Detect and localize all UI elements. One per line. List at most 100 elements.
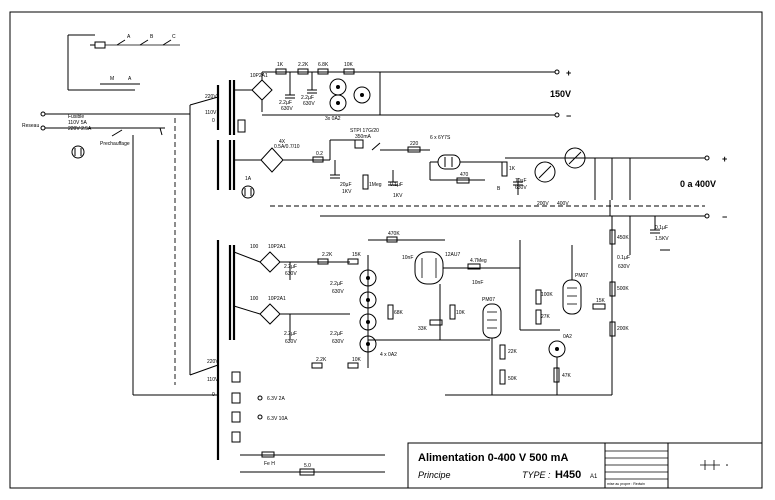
pentode-2: PM07 100K 27K 15K [519,240,606,331]
t1-zero: 0 [212,118,215,124]
title-block-sheet: A1 [590,474,598,480]
c-10nf: 10nF [402,255,413,261]
mains-label: Reseau [22,123,39,129]
heater-6v3-10a: 6.3V 10A [267,416,288,422]
resistor-icon [311,362,323,369]
c-mid1: 2.2µF [330,281,343,287]
c-0-1uf-v: 1KV [393,193,403,199]
c-0-1uf: 0.1µF [390,182,403,188]
relay-coil-icon [94,41,106,49]
label-200v: 200V [537,201,549,207]
oa2-150-label: 3x 0A2 [325,116,341,122]
pilot-lamp-icon [71,145,85,159]
label-400v: 400V [557,201,569,207]
r-470: 470 [460,172,469,178]
relay-coil-icon [354,139,364,149]
r-68k: 68K [394,310,404,316]
r-100b: 100 [250,296,259,302]
resistor-icon [467,263,481,270]
out400-voltage: 0 a 400V [680,179,716,189]
c-ref2-v: 630V [285,339,297,345]
terminal-icon [554,69,560,75]
preheat-label: Prechauffage [100,141,130,147]
c-20uf-v: 1KV [342,189,352,195]
terminal-icon [554,112,560,118]
bridge-150v: 10P2A1 [234,71,380,112]
bridge-150v-label: 10P2A1 [250,73,268,79]
oa2-ref-label: 4 x 0A2 [380,352,397,358]
transformer-1: 220V 110V 0 [205,80,236,135]
ref-rectifiers: 100 10P2A1 2.2µF 630V 100 10P2A1 2.2µF 6… [233,244,362,369]
bridge-main-spec: 0.5A/0.7/10 [274,144,300,150]
transformer-2: 1A [216,119,255,199]
relay-label: STPI 17G/20 [350,128,379,134]
r-200k: 200K [617,326,629,332]
r-4-7meg: 4.7Meg [470,258,487,264]
resistor-icon [592,303,606,310]
dual-triode-icon [414,251,444,285]
resistor-icon [312,156,324,163]
pot-50k: 50K [508,376,518,382]
out150-plus: + [566,68,571,78]
c-out: 0.1µF [655,225,668,231]
fuse-220: 220V 2.5A [68,126,92,132]
t1-220v: 220V [205,94,217,100]
resistor-icon [299,468,315,476]
r-27k: 27K [541,314,551,320]
bridge-rectifier-icon [259,251,281,273]
output-meters: 1K B 10µF 630V 200V 400V [497,147,705,207]
dual-triode-label: 12AU7 [445,252,461,258]
c-ref1-v: 630V [285,271,297,277]
resistor-icon [362,174,369,190]
bridge-ref2: 10P2A1 [268,296,286,302]
r-1meg: 1Meg [369,182,382,188]
r-470k: 470K [388,231,400,237]
r-33k: 33K [418,326,428,332]
sheet-border [9,11,763,489]
heater-fe-h: Fe H [264,461,275,467]
c-10nf-2: 10nF [472,280,483,286]
resistor-icon [535,309,542,325]
pentode-1-label: PM07 [482,297,495,303]
switch-a-label: A [128,76,132,82]
fuse-label: Fusible [68,114,84,120]
output-divider: 450K 0.1µF 630V 500K 200K [609,216,631,395]
filter-150v: 1K 2.2K 6.8K 10K 2.2µF 630V 2.2µF 630V 3… [262,62,555,122]
inductor-icon [261,451,275,458]
output-400v: + − 0 a 400V [680,154,727,222]
bridge-main: 4X 0.5A/0.7/10 0.2 [234,139,330,173]
c-ref1: 2.2µF [284,264,297,270]
oa2-single-label: 0A2 [563,334,572,340]
lamp-icon [241,185,255,199]
r-2k2-b: 2.2K [316,357,327,363]
r-0-2: 0.2 [316,151,323,157]
r-15k: 15K [352,252,362,258]
relay-contact-c: C [172,34,176,40]
r-1k-out: 1K [509,166,516,172]
bridge-main-label: 4X [279,139,286,145]
label-b: B [497,186,501,192]
c-150a: 2.2µF [279,100,292,106]
r-100a: 100 [250,244,259,250]
resistor-icon [347,362,359,369]
r-10k-ref: 10K [352,357,362,363]
switch-m-label: M [110,76,114,82]
r-2k2-a: 2.2K [322,252,333,258]
resistor-icon [386,236,398,243]
hv-filter: 20µF 1KV 1Meg 0.1µF 1KV STPI 17G/20 350m… [329,128,403,199]
terminal-icon [704,155,710,161]
winding-tap-icon [237,119,246,133]
transformer-3: 220V 110V 0 [207,240,236,460]
c-ref2: 2.2µF [284,331,297,337]
relay-contact-b: B [150,34,154,40]
resistor-icon [499,344,506,360]
oa2-tube-icon [359,335,377,353]
title-block-note: mise au propre : Redwin [607,482,645,486]
c-mid2-v: 630V [332,339,344,345]
title-block-subtitle: Principe [418,470,451,480]
pass-tubes-label: 6 x 6Y7S [430,135,451,141]
r-500k: 500K [617,286,629,292]
title-block: Alimentation 0-400 V 500 mA Principe TYP… [407,442,763,489]
r-100k: 100K [541,292,553,298]
